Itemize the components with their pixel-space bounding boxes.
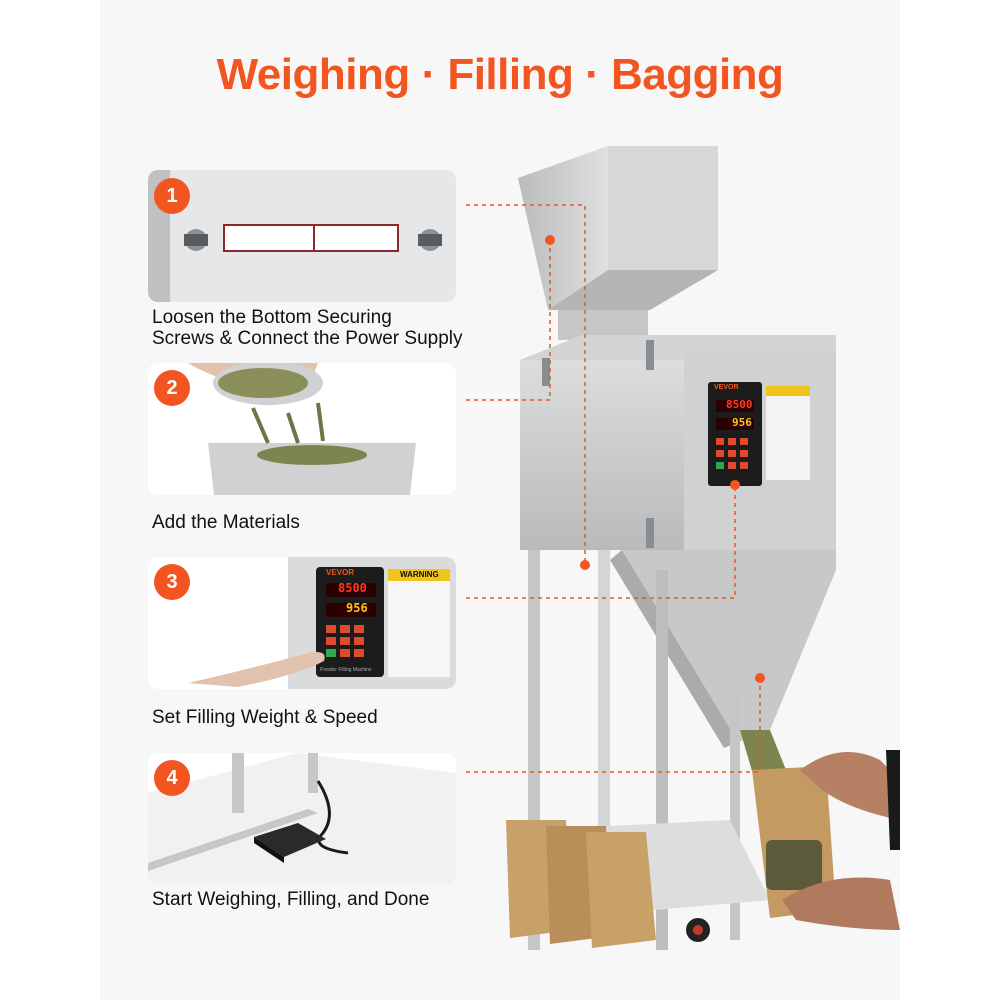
main-panel-display-top: 8500 — [726, 398, 753, 411]
foot-pedal-icon — [254, 823, 326, 857]
filling-machine-illustration: 8500 956 VEVOR — [470, 130, 900, 970]
step-2-caption: Add the Materials — [152, 512, 300, 533]
machine-body-side — [520, 360, 684, 550]
hand-icon — [800, 752, 900, 820]
step-4-image — [148, 753, 456, 885]
step-3-badge: 3 — [154, 564, 190, 600]
main-warning-label — [766, 386, 810, 480]
step-3-caption: Set Filling Weight & Speed — [152, 707, 378, 728]
panel-footer-text: Powder Filling Machine — [320, 667, 372, 673]
warning-label-text: WARNING — [400, 570, 439, 579]
panel-display-bottom: 956 — [346, 601, 368, 615]
page-title: Weighing · Filling · Bagging — [216, 50, 784, 99]
sticker-b — [313, 224, 399, 252]
panel-display-top: 8500 — [338, 581, 367, 595]
step-2-badge: 2 — [154, 370, 190, 406]
control-panel-closeup — [148, 557, 456, 689]
hopper-bottom-screws-illustration — [148, 170, 456, 302]
discharge-chute — [622, 550, 836, 742]
step-1-image — [148, 170, 456, 302]
step-4-caption: Start Weighing, Filling, and Done — [152, 889, 430, 910]
step-1-badge: 1 — [154, 178, 190, 214]
main-panel-display-bottom: 956 — [732, 416, 752, 429]
filling-machine — [506, 146, 900, 950]
panel-brand: VEVOR — [326, 568, 355, 577]
step-3-image: VEVOR 8500 956 WARNING Powder Filling Ma… — [148, 557, 456, 689]
step-4-badge: 4 — [154, 760, 190, 796]
tea-leaves — [218, 368, 308, 398]
main-panel-brand: VEVOR — [714, 384, 739, 391]
warning-label — [388, 569, 450, 677]
step-1-caption: Loosen the Bottom Securing Screws & Conn… — [152, 307, 463, 349]
sticker-a — [223, 224, 315, 252]
step-2-image — [148, 363, 456, 495]
foot-pedal-illustration — [148, 753, 456, 885]
pedal-cable — [316, 780, 349, 855]
hand-icon — [188, 652, 325, 687]
adding-materials-illustration — [148, 363, 456, 495]
